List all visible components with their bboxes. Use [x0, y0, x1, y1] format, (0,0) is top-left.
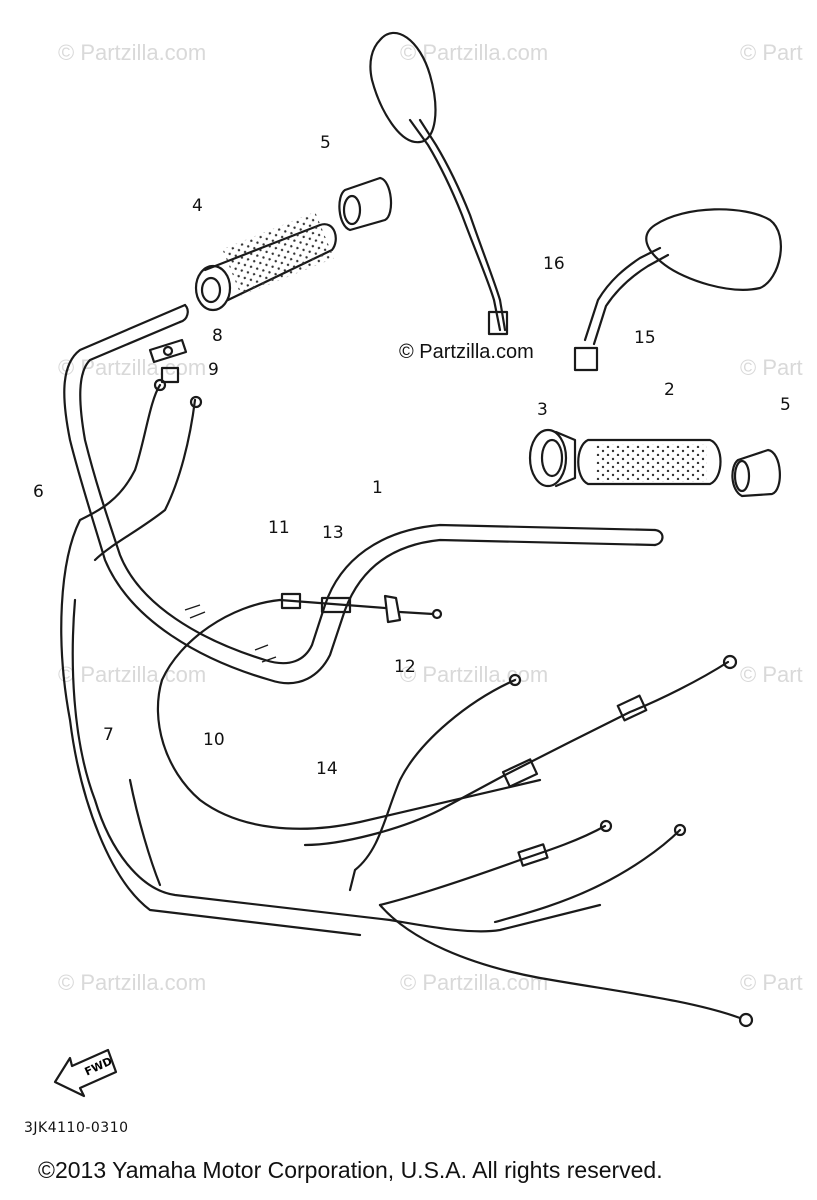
diagram-code: 3JK4110-0310: [24, 1120, 129, 1136]
callout-15: 15: [634, 328, 656, 348]
callout-1: 1: [372, 478, 383, 498]
throttle-housing: [528, 428, 577, 488]
cable-14: [348, 673, 522, 892]
callout-14: 14: [316, 759, 338, 779]
callout-16: 16: [543, 254, 565, 274]
center-watermark: © Partzilla.com: [399, 341, 534, 363]
watermark: © Part: [740, 970, 803, 995]
callout-10: 10: [203, 730, 225, 750]
right-grip: [577, 438, 722, 486]
watermark: © Partzilla.com: [58, 970, 207, 995]
callout-12: 12: [394, 657, 416, 677]
cable-7: [71, 598, 602, 933]
callout-4: 4: [192, 196, 203, 216]
watermark: © Part: [740, 662, 803, 687]
lever-bolt: [148, 338, 188, 364]
mirror-left: [369, 31, 509, 336]
left-grip: [194, 211, 337, 312]
callout-7: 7: [103, 725, 114, 745]
fwd-arrow-icon: [53, 1048, 118, 1098]
callout-2: 2: [664, 380, 675, 400]
lever-nut: [160, 366, 180, 384]
callout-11: 11: [268, 518, 290, 538]
cable-6: [60, 378, 362, 937]
grip-end-left: [338, 176, 393, 232]
callout-3: 3: [537, 400, 548, 420]
watermark: © Part: [740, 40, 803, 65]
mirror-right: [573, 208, 782, 372]
callout-5: 5: [320, 133, 331, 153]
copyright-text: ©2013 Yamaha Motor Corporation, U.S.A. A…: [38, 1157, 663, 1183]
watermark: © Partzilla.com: [58, 40, 207, 65]
callout-9: 9: [208, 360, 219, 380]
callout-13: 13: [322, 523, 344, 543]
watermark: © Partzilla.com: [400, 662, 549, 687]
grip-end-right: [731, 448, 781, 498]
callout-5: 5: [780, 395, 791, 415]
cable-10: [156, 592, 542, 830]
watermark: © Part: [740, 355, 803, 380]
callout-6: 6: [33, 482, 44, 502]
callout-8: 8: [212, 326, 223, 346]
handlebar: [63, 303, 664, 685]
watermark: © Partzilla.com: [58, 662, 207, 687]
throttle-cables: [303, 654, 754, 1028]
